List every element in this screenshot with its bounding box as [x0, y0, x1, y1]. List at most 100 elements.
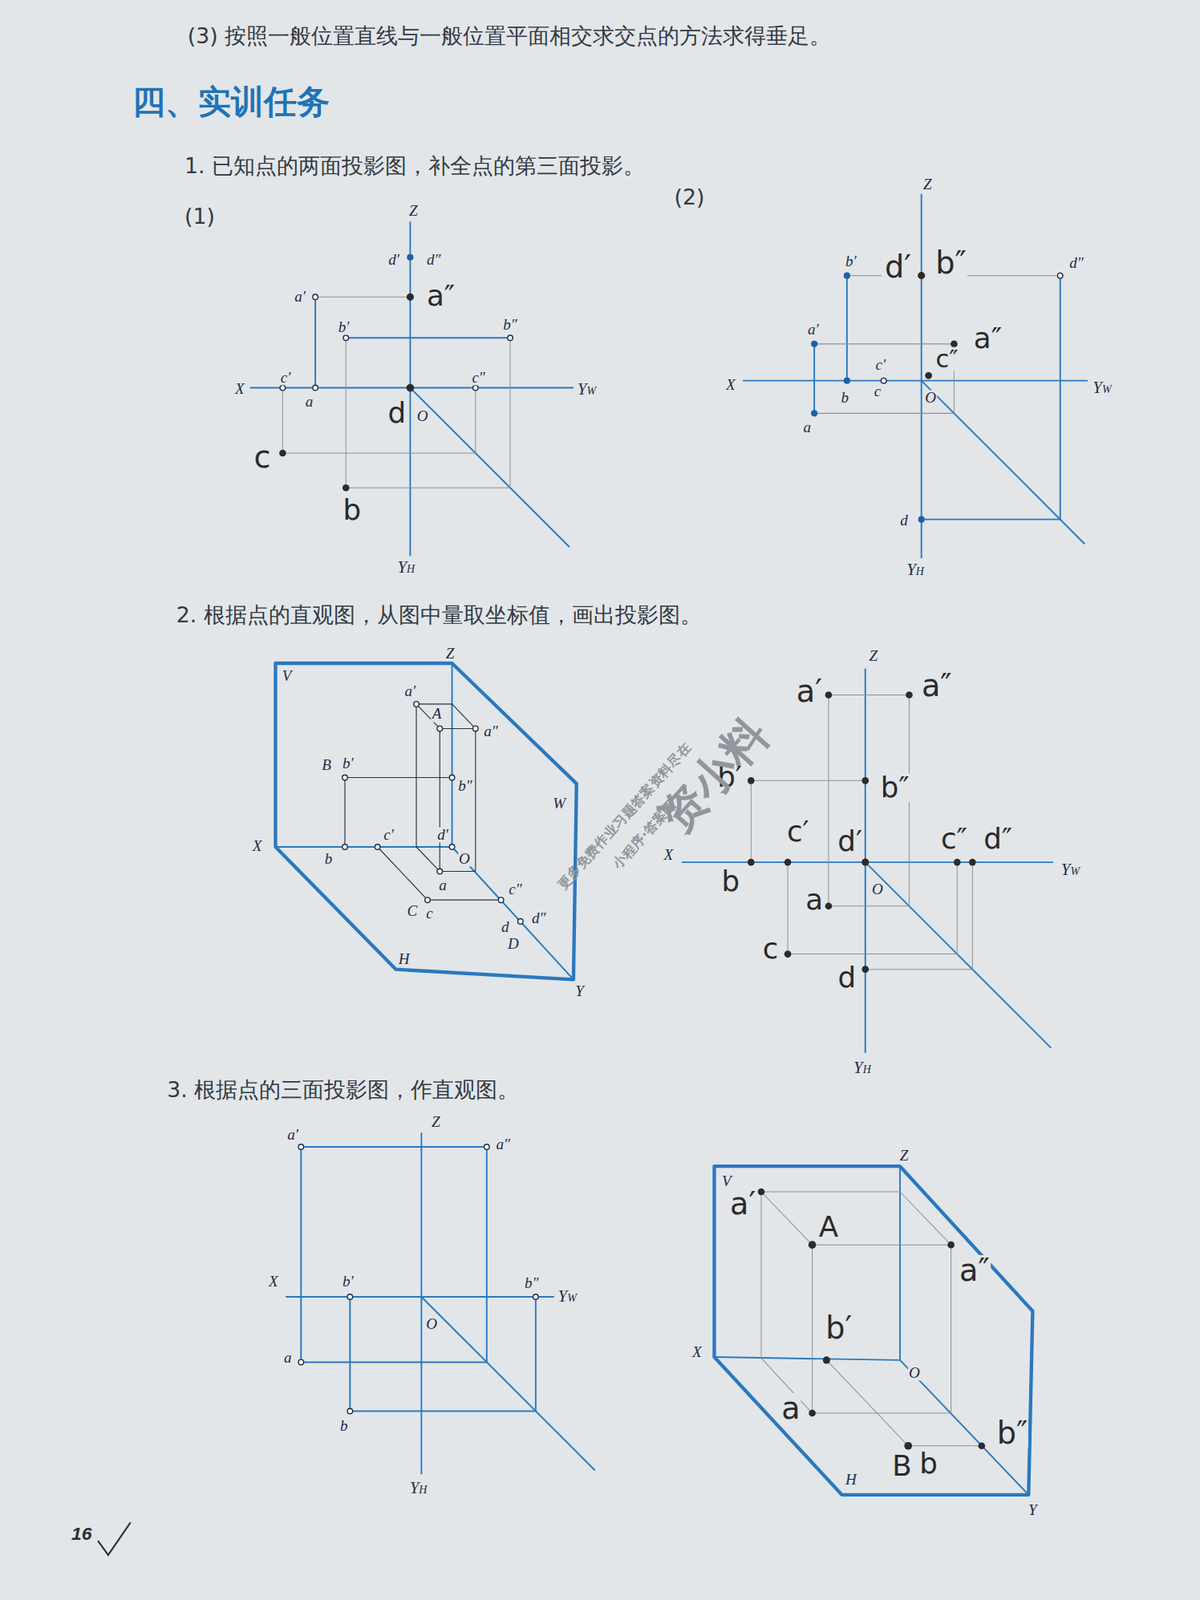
- handwritten-label: c: [252, 441, 272, 473]
- projection-line: [349, 1410, 536, 1413]
- instruction-text: (1): [183, 205, 216, 228]
- projection-label: b″: [502, 316, 519, 333]
- projector: [439, 871, 476, 872]
- construction-line: [847, 275, 882, 276]
- handwritten-label: d: [387, 398, 408, 428]
- axis-label: YH: [905, 560, 925, 578]
- point: [406, 254, 414, 261]
- point: [843, 272, 851, 280]
- projection-label: b′: [341, 755, 355, 771]
- projection-label: V: [281, 668, 293, 685]
- projector: [344, 778, 345, 848]
- point: [880, 377, 887, 384]
- projection-box: [713, 1166, 1033, 1496]
- point: [498, 897, 504, 904]
- axis-label: YW: [1091, 379, 1112, 397]
- handwritten-label: b: [342, 495, 363, 525]
- projection-line: [1059, 275, 1062, 520]
- point: [810, 340, 818, 348]
- projection-label: a′: [404, 684, 418, 700]
- projection-label: c′: [875, 357, 888, 373]
- projection-line: [314, 296, 317, 388]
- axis-label: YW: [557, 1287, 578, 1305]
- y-axis: [452, 847, 574, 980]
- construction-line: [972, 862, 973, 970]
- point: [449, 774, 455, 781]
- construction-line: [787, 862, 789, 954]
- construction-line: [345, 337, 347, 488]
- construction-line: [750, 780, 752, 863]
- projection-label: O: [871, 882, 884, 898]
- projection-label: Z: [408, 203, 419, 219]
- point: [825, 691, 833, 699]
- handwritten-label: d″: [982, 824, 1014, 854]
- point: [533, 1294, 540, 1301]
- construction-line: [956, 862, 958, 954]
- handwritten-label: d: [837, 963, 858, 993]
- projection-line: [846, 275, 848, 382]
- projection-label: d′: [387, 252, 401, 268]
- projection-label: A: [431, 706, 443, 722]
- z-axis: [899, 1166, 901, 1361]
- construction-line: [760, 1191, 762, 1359]
- projection-label: a′: [806, 321, 820, 337]
- construction-line: [345, 487, 511, 489]
- handwritten-label: b′: [824, 1313, 853, 1344]
- instruction-text: (3) 按照一般位置直线与一般位置平面相交求交点的方法求得垂足。: [186, 24, 832, 47]
- projection-label: c′: [382, 827, 395, 843]
- point: [413, 701, 420, 708]
- point: [347, 1408, 353, 1415]
- projection-label: H: [844, 1471, 858, 1488]
- projection-label: b′: [341, 1273, 355, 1290]
- construction-line: [950, 1244, 952, 1414]
- projection-label: O: [908, 1366, 921, 1382]
- projector: [377, 847, 428, 900]
- point: [342, 844, 349, 851]
- handwritten-label: a″: [425, 281, 456, 311]
- point: [425, 897, 431, 904]
- point: [347, 1294, 353, 1301]
- point: [918, 516, 925, 523]
- projection-label: a: [304, 394, 315, 410]
- point: [822, 1356, 831, 1364]
- handwritten-label: a: [804, 885, 824, 915]
- construction-line: [828, 905, 909, 907]
- point: [406, 293, 414, 301]
- point: [298, 1144, 305, 1151]
- exercise-1-1: [250, 221, 574, 556]
- projector: [439, 728, 441, 872]
- miter-line: [409, 388, 569, 548]
- projection-label: c: [425, 905, 434, 921]
- exercise-3-pictorial: [713, 1166, 1033, 1496]
- construction-line: [761, 1191, 813, 1245]
- point: [810, 409, 818, 417]
- projection-label: b: [840, 390, 851, 406]
- projection-label: B: [320, 758, 333, 774]
- z-axis: [420, 1132, 422, 1475]
- x-axis: [285, 1296, 555, 1298]
- projector: [439, 728, 476, 730]
- handwritten-label: b: [721, 867, 742, 896]
- construction-line: [900, 1191, 952, 1245]
- point: [904, 1442, 913, 1451]
- construction-line: [282, 452, 475, 454]
- projection-line: [486, 1147, 488, 1363]
- construction-line: [510, 337, 511, 488]
- point: [953, 859, 961, 867]
- z-axis: [451, 663, 454, 848]
- projection-label: Z: [868, 648, 880, 664]
- projection-label: d″: [531, 910, 548, 926]
- handwritten-label: a″: [958, 1255, 991, 1286]
- projection-line: [813, 344, 815, 414]
- projection-label: a″: [494, 1137, 511, 1153]
- construction-line: [826, 1360, 909, 1447]
- handwritten-label: B: [891, 1451, 913, 1481]
- point: [449, 844, 455, 851]
- projection-label: a: [802, 419, 812, 435]
- handwritten-label: b″: [934, 247, 967, 279]
- projection-line: [345, 336, 511, 339]
- section-heading: 四、实训任务: [132, 85, 330, 119]
- handwritten-label: a′: [795, 676, 823, 707]
- point: [917, 271, 925, 280]
